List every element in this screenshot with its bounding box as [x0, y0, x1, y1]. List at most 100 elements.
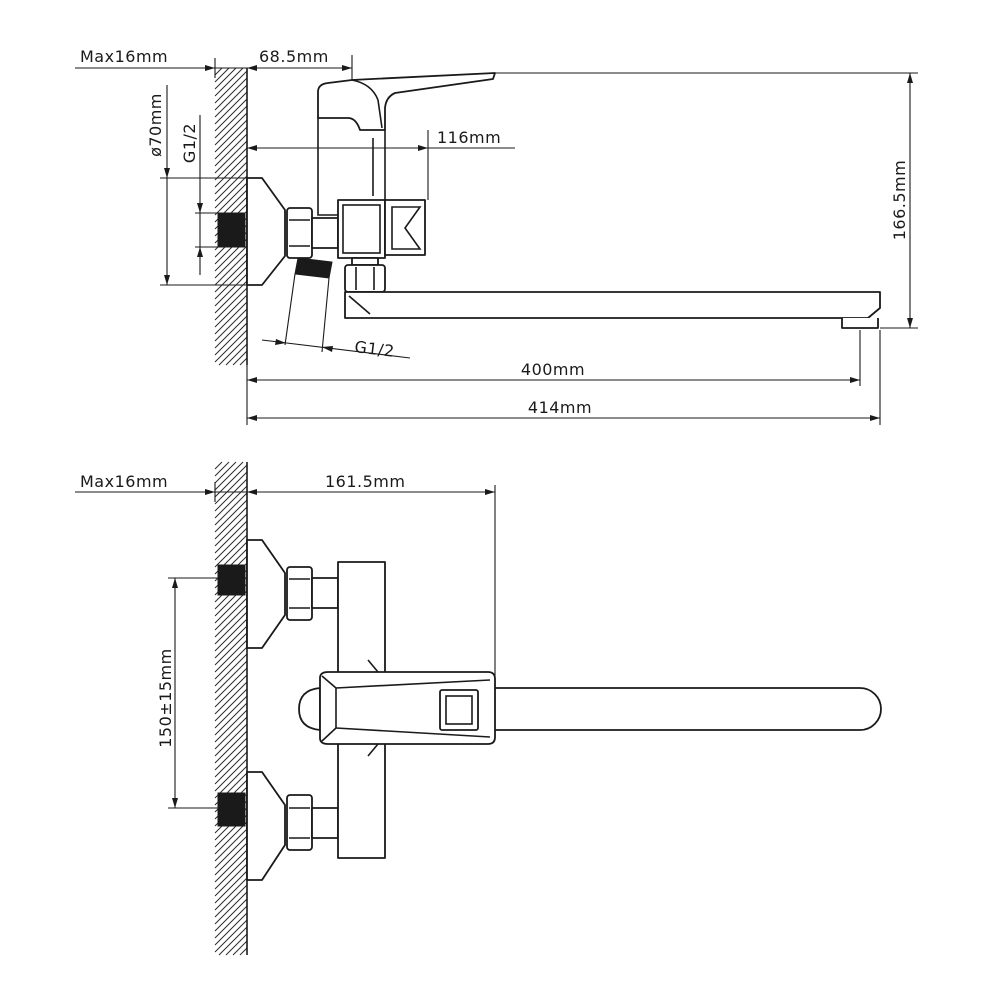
wall-hatch-line [239, 947, 248, 956]
side-spout [344, 291, 881, 319]
side-wall-thickness-label: Max16mm [80, 47, 168, 66]
top-wall-thickness-label: Max16mm [80, 472, 168, 491]
top-lower-hex-nut-body [286, 794, 313, 851]
top-body-projection-arrow [485, 489, 495, 495]
side-height-arrow [907, 73, 913, 83]
wall-hatch-line [218, 926, 248, 956]
wall-hatch-line [214, 674, 248, 708]
wall-hatch-line [232, 350, 248, 366]
wall-hatch-line [214, 175, 248, 209]
wall-hatch-line [214, 912, 248, 946]
top-upper-hex-nut-body [286, 566, 313, 621]
wall-hatch-line [214, 506, 248, 540]
side-outlet-thread-leader [321, 277, 330, 353]
wall-hatch-line [214, 534, 248, 568]
side-outlet-thread [294, 257, 333, 279]
wall-hatch-line [214, 84, 248, 118]
wall-hatch-line [214, 898, 248, 932]
side-escutcheon-arrow [164, 275, 170, 285]
wall-hatch-line [214, 105, 248, 139]
side-overall-length-arrow [247, 415, 257, 421]
wall-hatch-line [214, 112, 248, 146]
side-view: G1/2 Max16mm 68.5mm 116mm 166.5mm ø70mm [75, 47, 918, 425]
wall-hatch-line [214, 604, 248, 638]
side-valve-box [337, 199, 386, 259]
wall-hatch-line [214, 485, 248, 519]
wall-hatch-line [214, 611, 248, 645]
top-lower-escutcheon [246, 771, 286, 881]
side-handle-offset-label: 68.5mm [259, 47, 329, 66]
wall-hatch-line [214, 492, 248, 526]
wall-hatch-line [214, 590, 248, 624]
wall-hatch-line [214, 660, 248, 694]
wall-hatch-line [214, 821, 248, 855]
side-handle-contour [351, 79, 383, 129]
top-lower-wall-fitting [217, 792, 246, 827]
side-inlet-thread-arrow [197, 247, 203, 257]
side-outlet-thread-leader [284, 273, 296, 346]
wall-hatch-line [214, 308, 248, 342]
wall-hatch-line [214, 126, 248, 160]
wall-hatch-line [214, 905, 248, 939]
side-outlet-thread-dimension-line [261, 339, 411, 359]
side-height-label: 166.5mm [890, 160, 909, 240]
wall-hatch-line [214, 737, 248, 771]
wall-hatch-line [214, 828, 248, 862]
wall-hatch-line [214, 709, 248, 743]
top-lower-hex-nut [286, 794, 313, 851]
wall-hatch-line [214, 758, 248, 792]
wall-hatch-line [225, 343, 248, 366]
side-spout-nut-body [344, 264, 386, 293]
wall-hatch-line [214, 259, 248, 293]
wall-hatch-line [214, 849, 248, 883]
top-handle-square [439, 689, 479, 731]
wall-hatch-line [214, 667, 248, 701]
wall-hatch-line [214, 716, 248, 750]
wall-hatch-line [214, 499, 248, 533]
wall-hatch-line [214, 919, 248, 953]
wall-hatch-line [218, 336, 248, 366]
top-upper-wall-fitting [217, 564, 246, 596]
wall-hatch-line [214, 154, 248, 188]
wall-hatch-line [239, 357, 248, 366]
side-escutcheon-arrow [164, 168, 170, 178]
side-overall-length-label: 414mm [528, 398, 592, 417]
wall-hatch-line [214, 891, 248, 925]
wall-hatch-line [214, 639, 248, 673]
side-wall-fitting [217, 212, 246, 248]
wall-hatch-line [214, 67, 237, 90]
wall-hatch-line [214, 67, 223, 76]
wall-hatch-line [214, 856, 248, 890]
wall-hatch-line [214, 884, 248, 918]
top-spout [489, 687, 882, 731]
top-center-distance-label: 150±15mm [156, 648, 175, 747]
side-spout-reach-arrow [247, 377, 257, 383]
side-overall-length-arrow [870, 415, 880, 421]
top-handle-square-inner [445, 695, 473, 725]
wall-hatch-line [214, 287, 248, 321]
wall-hatch-line [214, 294, 248, 328]
side-diverter [384, 199, 426, 256]
side-spout-reach-arrow [850, 377, 860, 383]
wall-hatch-line [214, 870, 248, 904]
side-diverter-knob [391, 206, 422, 250]
wall-hatch-line [214, 273, 248, 307]
side-handle-lever [317, 72, 496, 131]
side-hex-nut-body [286, 207, 313, 259]
top-center-distance-arrow [172, 578, 178, 588]
side-escutcheon-diameter-label: ø70mm [146, 93, 165, 157]
wall-hatch-line [214, 147, 248, 181]
wall-hatch-line [214, 301, 248, 335]
wall-hatch-line [214, 723, 248, 757]
wall-hatch-line [232, 940, 248, 956]
top-center-distance-arrow [172, 798, 178, 808]
wall-hatch-line [214, 681, 248, 715]
top-view: Max16mm 161.5mm 150±15mm [75, 461, 882, 956]
side-inlet-thread-arrow [197, 203, 203, 213]
top-body-projection-label: 161.5mm [325, 472, 405, 491]
wall-hatch-line [214, 751, 248, 785]
wall-hatch-line [214, 133, 248, 167]
wall-hatch-line [214, 329, 248, 363]
wall-hatch-line [214, 461, 223, 470]
